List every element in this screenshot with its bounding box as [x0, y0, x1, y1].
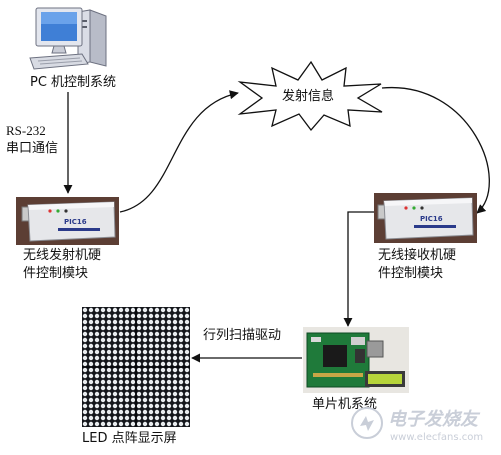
- receiver-device-image: PIC16: [374, 193, 477, 243]
- transmitter-label-line2: 件控制模块: [23, 266, 89, 281]
- mcu-system-label: 单片机系统: [312, 397, 378, 412]
- pc-control-system-label: PC 机控制系统: [30, 75, 117, 90]
- watermark-text: 电子发烧友: [388, 409, 478, 430]
- led-display-label: LED 点阵显示屏: [82, 431, 177, 446]
- transmit-signal-burst: [236, 60, 386, 132]
- arrow-transmitter-to-signal: [119, 90, 239, 213]
- transmitter-label-line1: 无线发射机硬: [23, 248, 102, 263]
- signal-label: 发射信息: [282, 89, 335, 104]
- mcu-board-image: [303, 327, 409, 393]
- receiver-label-line2: 件控制模块: [378, 266, 444, 281]
- transmitter-device-image: PIC16: [16, 197, 119, 245]
- transmitter-device-text: PIC16: [64, 218, 87, 226]
- led-matrix-image: [82, 307, 190, 427]
- watermark-url: www.elecfans.com: [390, 432, 484, 443]
- arrow-receiver-to-mcu: [343, 211, 375, 327]
- serial-comm-label: 串口通信: [6, 141, 59, 156]
- receiver-device-text: PIC16: [420, 215, 443, 223]
- receiver-label-line1: 无线接收机硬: [378, 248, 457, 263]
- arrow-signal-to-receiver: [381, 87, 490, 214]
- watermark-logo-icon: [350, 406, 384, 440]
- scan-drive-label: 行列扫描驱动: [203, 328, 282, 343]
- rs232-label: RS-232: [6, 123, 46, 138]
- pc-computer-icon: [28, 6, 112, 72]
